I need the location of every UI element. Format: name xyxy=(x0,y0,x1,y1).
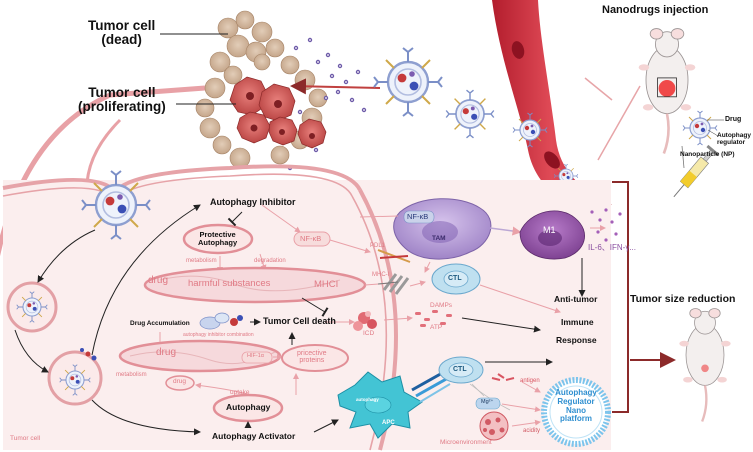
mouse-icon xyxy=(637,27,697,155)
label-anti-tumor: Anti-tumor xyxy=(554,294,598,304)
result-bracket xyxy=(612,181,629,413)
label-drug-bottom: drug xyxy=(156,347,177,358)
label-metabolism-bottom: metabolism xyxy=(116,372,147,378)
nanoparticle-legend xyxy=(682,110,724,146)
hif1a-box xyxy=(241,351,273,364)
label-hif1a: HIF-1α xyxy=(247,353,264,359)
label-microenvironment: Microenvironment xyxy=(440,439,492,446)
cell-membrane-curve-top xyxy=(0,85,206,257)
label-m1: M1 xyxy=(543,225,556,235)
arrow-to-tumor xyxy=(290,78,381,95)
label-apc: APC xyxy=(382,420,395,426)
label-drug-small: drug xyxy=(173,378,187,385)
label-tam: TAM xyxy=(432,235,446,242)
label-nfkb-center: NF-κB xyxy=(300,234,322,243)
label-ctl-bottom: CTL xyxy=(453,366,467,373)
label-drug: Drug xyxy=(725,116,742,123)
label-autophagy-regulator: Autophagy regulator xyxy=(717,132,751,147)
label-acidity: acidity xyxy=(523,428,541,434)
damps-particles xyxy=(415,310,452,327)
label-nanodrugs-injection: Nanodrugs injection xyxy=(602,4,709,16)
label-nfkb-tam: NF-κB xyxy=(407,212,429,221)
label-atp: ATP xyxy=(430,324,443,331)
label-mhci-cell: MHCI xyxy=(314,279,339,290)
label-tumor-proliferating: Tumor cell (proliferating) xyxy=(78,85,166,114)
label-protective-autophagy: Protective Autophagy xyxy=(198,230,238,248)
label-autophagy-inhibitor-combination: autophagy inhibitor combination xyxy=(183,332,254,338)
syringe-icon xyxy=(673,144,720,198)
label-degradation: degradation xyxy=(254,258,286,264)
label-mg: Mg²⁺ xyxy=(481,399,494,405)
label-drug-accumulation: Drug Accumulation xyxy=(130,320,190,327)
label-immune: Immune xyxy=(561,317,594,327)
mg-ion-box xyxy=(475,397,501,410)
label-icd: ICD xyxy=(363,330,375,337)
label-damps: DAMPs xyxy=(430,302,453,309)
tumor-cell-membrane xyxy=(2,164,362,196)
icd-cluster xyxy=(353,311,377,331)
nfkb-tam-box xyxy=(403,210,435,224)
label-autophagy-activator: Autophagy Activator xyxy=(212,431,296,441)
label-response: Response xyxy=(556,335,597,345)
mouse-icon xyxy=(678,307,732,423)
label-tumor-dead: Tumor cell (dead) xyxy=(88,18,156,47)
label-autophagy: Autophagy xyxy=(226,402,271,412)
label-autophagy-apc: autophagy xyxy=(356,397,379,402)
label-autophagy-inhibitor: Autophagy Inhibitor xyxy=(210,197,296,207)
nanoparticle-icon xyxy=(445,89,495,139)
mechanism-panel xyxy=(3,180,611,450)
label-mhci-receptor: MHC-I xyxy=(372,272,390,278)
label-drug-top: drug xyxy=(148,275,169,286)
mhc-tcr-interaction xyxy=(411,370,451,403)
label-ctl-top: CTL xyxy=(448,275,462,282)
pdl1-receptor xyxy=(377,249,411,263)
label-nanoparticle: Nanoparticle (NP) xyxy=(680,151,735,158)
label-tumor-size-reduction: Tumor size reduction xyxy=(630,293,736,305)
antigen-icon xyxy=(491,373,515,381)
label-pdl1: PDL1 xyxy=(370,243,386,249)
nfkb-box xyxy=(293,231,331,247)
label-tumor-cell-death: Tumor Cell death xyxy=(263,316,336,326)
label-antigen: antigen xyxy=(520,378,540,384)
label-metabolism-top: metabolism xyxy=(186,258,217,264)
label-tumor-cell: Tumor cell xyxy=(10,435,41,442)
nanoparticle-stream xyxy=(287,37,367,171)
label-uptake: uptake xyxy=(230,389,250,396)
mhci-receptor xyxy=(377,273,410,295)
acidity-cluster xyxy=(479,411,509,441)
nanoparticle-icon xyxy=(372,46,444,118)
tumor-cluster xyxy=(195,10,328,169)
blood-vessel xyxy=(492,0,612,205)
label-pricective-proteins: pricective proteins xyxy=(297,350,327,365)
protective-proteins-vesicle xyxy=(281,344,349,372)
drug-small-vesicle xyxy=(165,375,195,391)
label-platform: Autophagy Regulator Nano platform xyxy=(555,388,597,424)
label-il6: IL-6、IFN-γ... xyxy=(588,243,637,252)
label-harmful-substances: harmful substances xyxy=(188,278,271,289)
protective-autophagy-vesicle xyxy=(182,223,254,255)
